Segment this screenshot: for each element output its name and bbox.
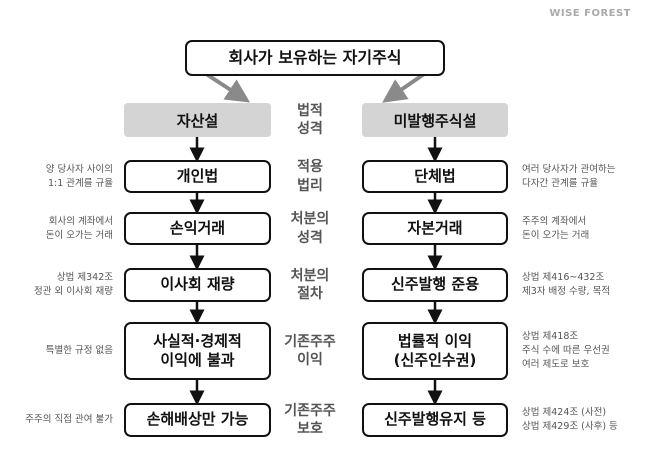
left-box: 손익거래: [124, 212, 271, 245]
logo: WISE FOREST: [549, 8, 631, 19]
left-note: 주주의 직접 관여 불가: [25, 414, 113, 426]
right-note: 상법 제424조 (사전)상법 제429조 (사후) 등: [522, 407, 618, 432]
right-box: 신주발행 준용: [362, 268, 508, 302]
theory-asset: 자산설: [124, 103, 271, 137]
right-box: 법률적 이익(신주인수권): [362, 322, 508, 380]
right-box: 신주발행유지 등: [362, 403, 508, 437]
left-box: 개인법: [124, 160, 271, 193]
left-box: 이사회 재량: [124, 268, 271, 302]
left-note: 특별한 규정 없음: [45, 345, 113, 357]
title-box: 회사가 보유하는 자기주식: [185, 40, 445, 76]
left-box: 손해배상만 가능: [124, 403, 271, 437]
theory-unissued-share: 미발행주식설: [362, 103, 508, 137]
right-box: 자본거래: [362, 212, 508, 245]
right-box: 단체법: [362, 160, 508, 193]
